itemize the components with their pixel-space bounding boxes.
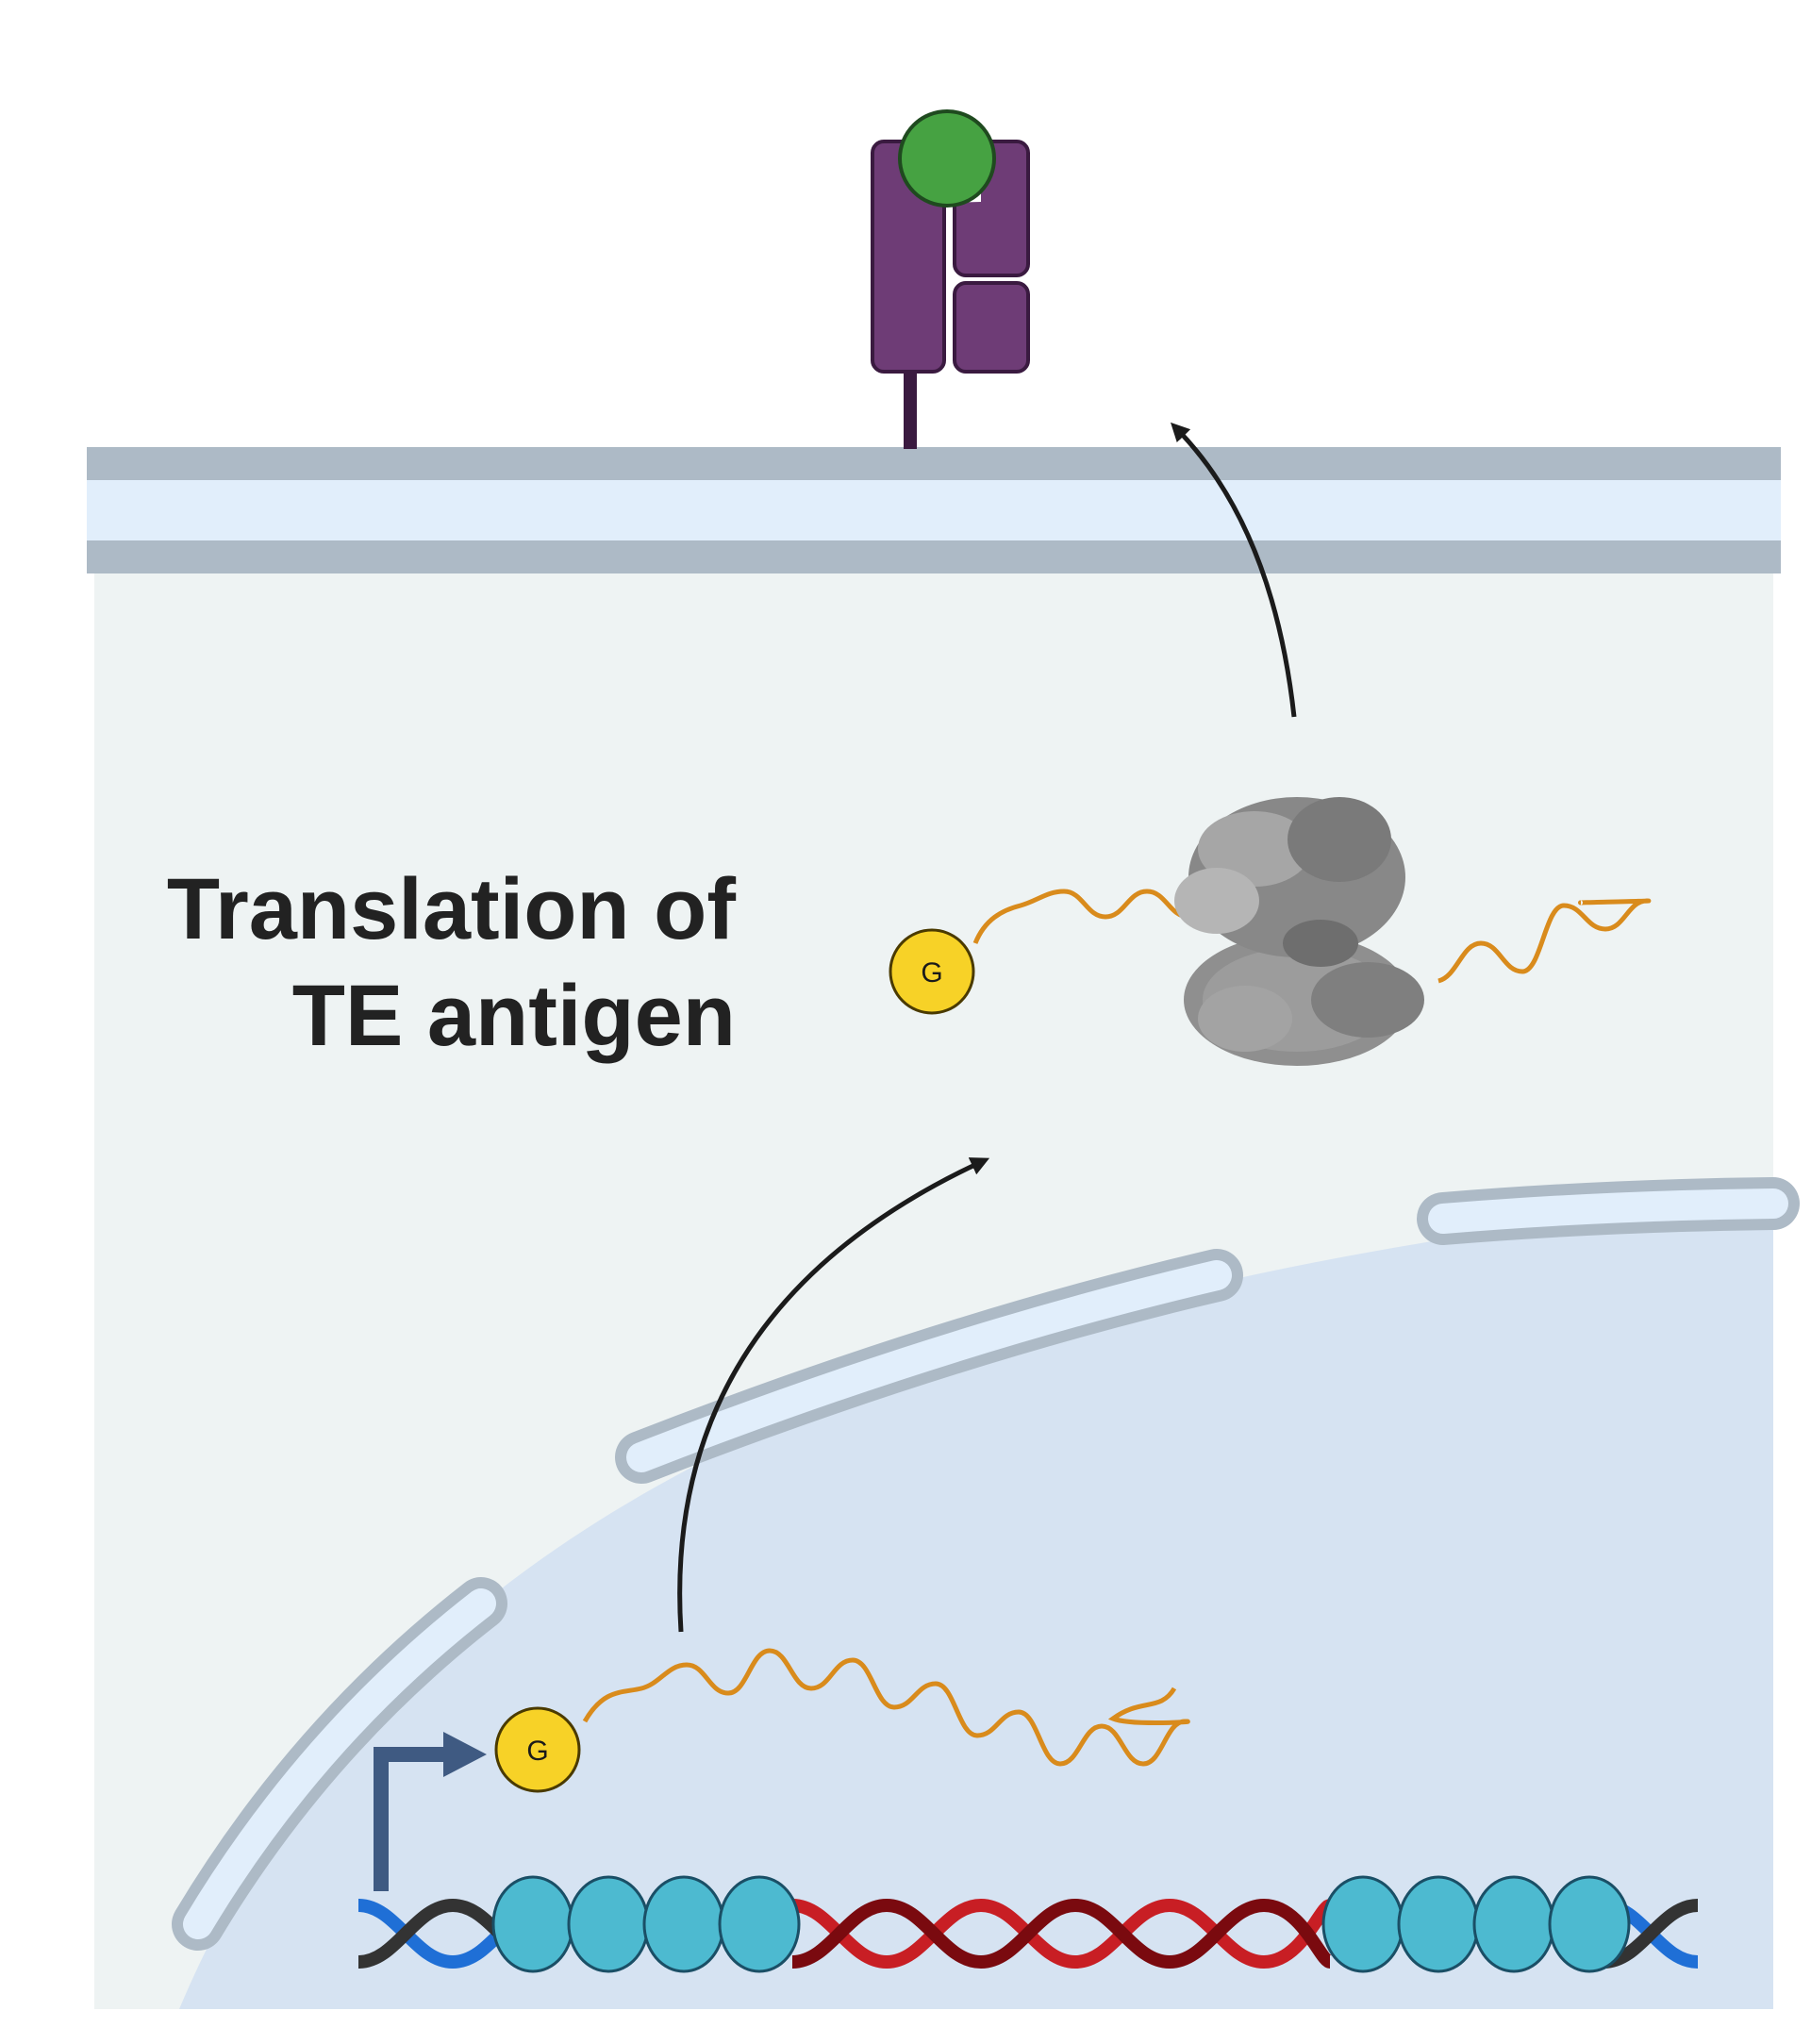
nucleosomes-left [491,1875,801,1973]
promoter-arrow [374,1732,487,1891]
mrna-cap-bottom [494,1706,581,1793]
export-arrow [1171,422,1297,718]
label-line2: TE antigen [292,968,736,1064]
ribosome [1174,797,1424,1066]
mrna-cap-top [889,928,975,1015]
nucleosomes-right [1321,1875,1631,1973]
transport-arrow [677,1157,990,1633]
mrna-nucleus [582,1648,1190,1767]
cap-top-letter: G [921,957,942,989]
cap-bottom-letter: G [526,1736,548,1767]
nuclear-envelope [172,1177,1800,1951]
antigen [898,109,996,208]
label-line1: Translation of [167,861,737,957]
plasma-membrane [87,447,1781,573]
receptor [871,109,1030,449]
nucleus [179,1198,1773,2009]
